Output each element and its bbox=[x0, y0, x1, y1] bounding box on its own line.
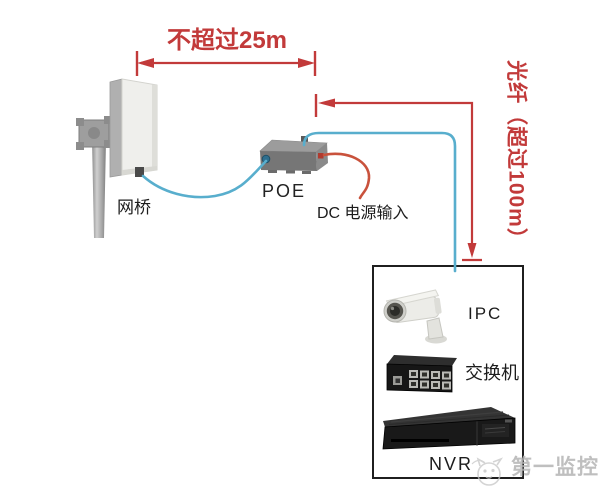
nvr-label: NVR bbox=[429, 454, 474, 474]
nvr-image bbox=[382, 407, 516, 450]
bridge-cable-connector bbox=[135, 167, 144, 177]
camera-bracket bbox=[425, 317, 447, 344]
pole-clamp-bracket bbox=[76, 116, 112, 150]
mounting-pole bbox=[92, 140, 106, 238]
poe-dc-port bbox=[318, 153, 324, 159]
dc-power-cable bbox=[322, 152, 371, 200]
watermark-text: 第一监控 bbox=[511, 456, 599, 479]
cable-bridge-to-poe bbox=[141, 159, 268, 199]
wireless-bridge-device bbox=[76, 78, 158, 238]
nvr-dvd-slot bbox=[391, 439, 449, 442]
bridge-label: 网桥 bbox=[117, 198, 151, 217]
ipc-label: IPC bbox=[468, 304, 503, 323]
camera-lens bbox=[383, 299, 407, 323]
ipc-camera-image bbox=[383, 289, 447, 344]
cable-poe-to-box bbox=[302, 131, 457, 273]
switch-rj45-ports bbox=[409, 370, 451, 390]
distance-limit-label: 不超过25m bbox=[166, 27, 288, 54]
poe-label: POE bbox=[262, 181, 307, 201]
switch-image bbox=[386, 355, 457, 393]
dc-power-input-label: DC 电源输入 bbox=[317, 205, 409, 222]
bridge-antenna-panel bbox=[121, 78, 158, 177]
distance-arrow-25m bbox=[135, 51, 317, 76]
watermark-mascot-icon bbox=[471, 457, 504, 486]
fiber-length-label: 光纤（超过100m） bbox=[504, 60, 528, 250]
switch-label: 交换机 bbox=[465, 363, 519, 383]
equipment-box bbox=[372, 265, 524, 479]
fiber-arrow bbox=[314, 94, 482, 262]
